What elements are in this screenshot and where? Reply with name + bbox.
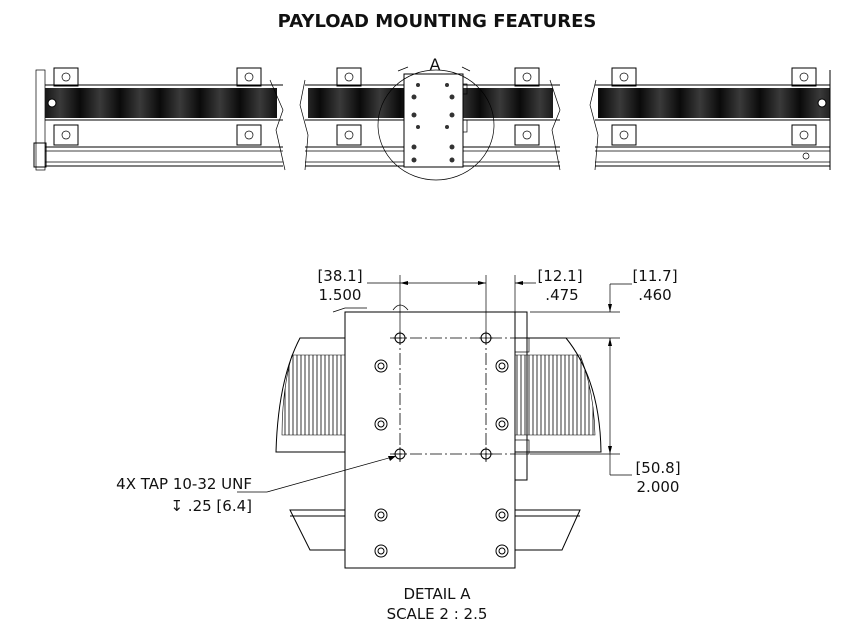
detail-a-view — [275, 304, 602, 569]
rail-segment-left — [33, 67, 286, 171]
callout-depth: ↧ .25 [6.4] — [170, 497, 252, 515]
rail-segment-middle: A — [299, 55, 561, 181]
tap-callout: 4X TAP 10-32 UNF ↧ .25 [6.4] — [116, 455, 397, 515]
dim-edge-offset-x-mm: [12.1] — [537, 267, 582, 285]
detail-scale: SCALE 2 : 2.5 — [387, 605, 488, 623]
detail-marker: A — [430, 55, 441, 74]
detail-name: DETAIL A — [403, 585, 471, 603]
dim-hole-spacing-y-in: 2.000 — [637, 478, 680, 496]
dim-hole-spacing-x-in: 1.500 — [319, 286, 362, 304]
dim-edge-offset-y-mm: [11.7] — [632, 267, 677, 285]
callout-tap-spec: 4X TAP 10-32 UNF — [116, 475, 252, 493]
rail-overview: A — [33, 55, 831, 181]
dim-edge-offset-y-in: .460 — [638, 286, 671, 304]
dimensions: [38.1] 1.500 [12.1] .475 [11.7] .460 [50… — [317, 267, 680, 496]
drawing-title: PAYLOAD MOUNTING FEATURES — [278, 11, 597, 32]
detail-circle — [377, 69, 495, 181]
dim-hole-spacing-x-mm: [38.1] — [317, 267, 362, 285]
dim-edge-offset-x-in: .475 — [545, 286, 578, 304]
dim-hole-spacing-y-mm: [50.8] — [635, 459, 680, 477]
rail-segment-right — [589, 67, 831, 171]
